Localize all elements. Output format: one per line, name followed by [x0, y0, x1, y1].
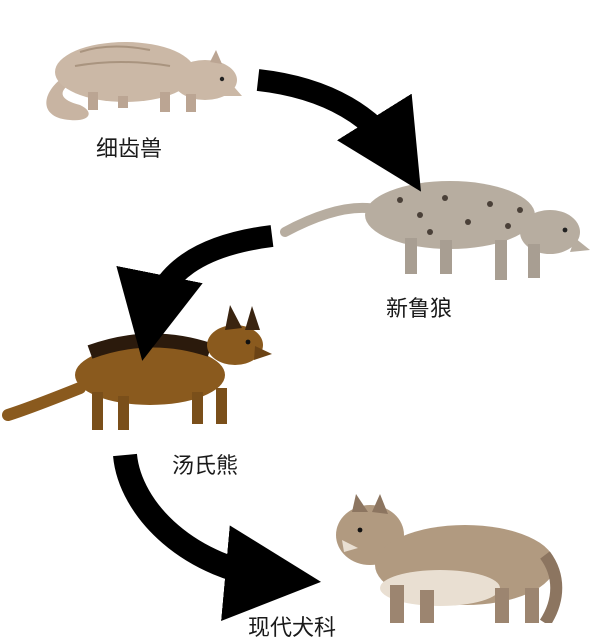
diagram-canvas: [2, 42, 590, 623]
stage-label-3: 汤氏熊: [172, 454, 239, 479]
evolution-diagram: 细齿兽 新鲁狼 汤氏熊 现代犬科: [2, 42, 590, 641]
stage-label-1: 细齿兽: [96, 137, 163, 162]
gray-wolf-icon: [336, 494, 563, 623]
stage-label-4: 现代犬科: [248, 616, 337, 641]
arrow-3-to-4: [113, 453, 322, 621]
arrow-1-to-2: [256, 69, 422, 192]
miacis-icon: [46, 42, 242, 121]
tomarctus-icon: [2, 305, 272, 430]
stage-label-2: 新鲁狼: [386, 297, 453, 322]
hesperocyon-icon: [280, 181, 590, 280]
arrow-2-to-3: [116, 225, 274, 361]
